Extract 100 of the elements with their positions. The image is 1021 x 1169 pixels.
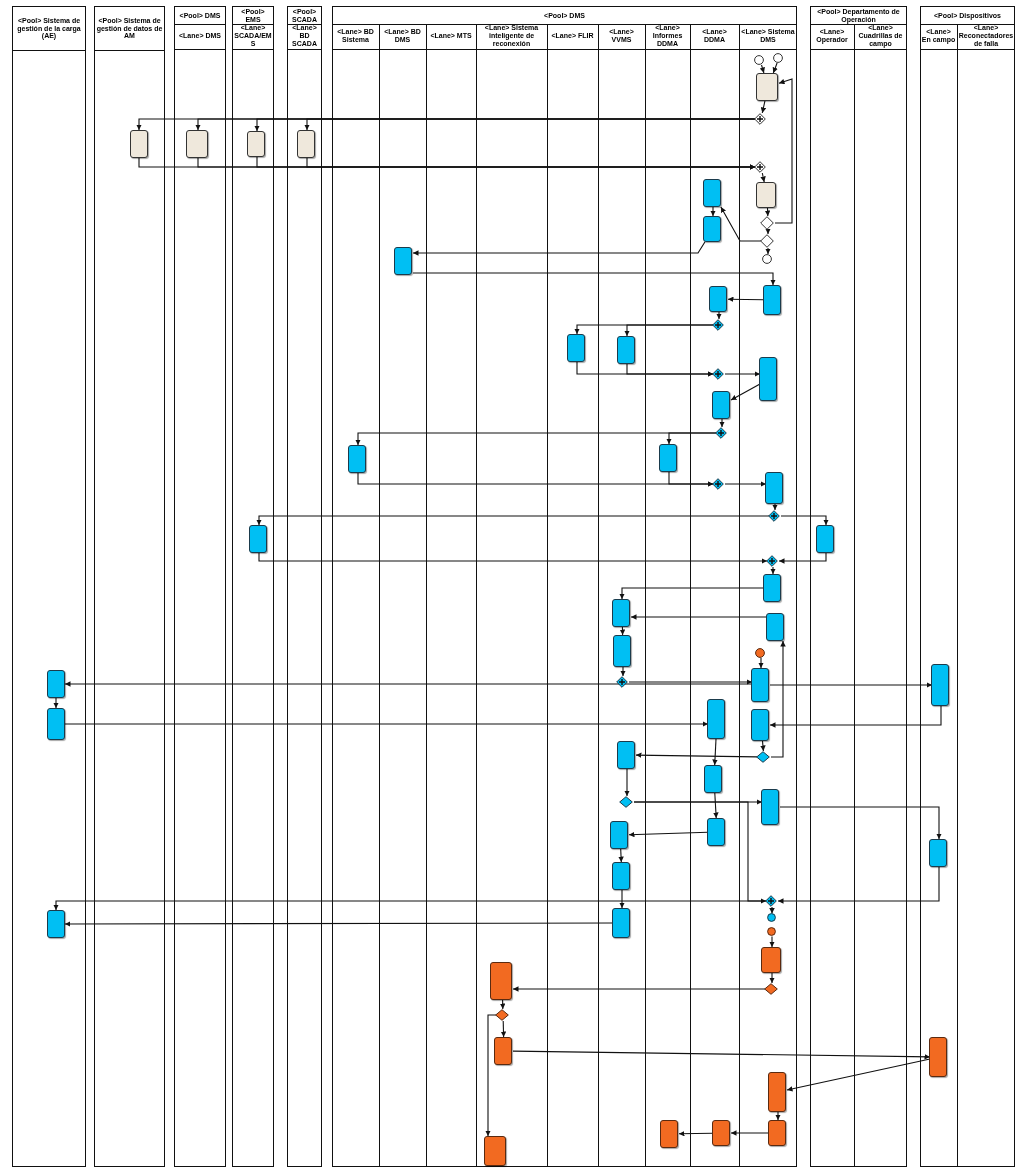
swimlane <box>689 23 739 1167</box>
sequence-flow-arrow <box>668 471 714 487</box>
task-box <box>763 573 781 602</box>
sequence-flow-arrow <box>304 118 756 131</box>
task-box <box>613 634 631 667</box>
swimlane <box>644 23 690 1167</box>
sequence-flow-arrow <box>712 738 718 766</box>
task-box <box>484 1135 506 1166</box>
sequence-flow-arrow <box>512 1050 931 1060</box>
task-box <box>929 1036 947 1077</box>
sequence-flow-arrow <box>724 371 761 377</box>
sequence-flow-arrow <box>619 889 625 909</box>
swimlane <box>378 23 426 1167</box>
sequence-flow-arrow <box>412 241 706 256</box>
exclusive-gateway <box>619 795 633 808</box>
sequence-flow-arrow <box>620 666 626 677</box>
sequence-flow-arrow <box>53 900 767 911</box>
sequence-flow-arrow <box>626 363 714 377</box>
sequence-flow-arrow <box>412 272 776 286</box>
sequence-flow-arrow <box>710 206 716 217</box>
parallel-gateway <box>765 894 777 907</box>
task-box <box>712 1119 730 1146</box>
sequence-flow-arrow <box>619 587 765 600</box>
task-box <box>763 284 781 315</box>
pool <box>94 6 165 1167</box>
sequence-flow-arrow <box>760 100 767 114</box>
event-circle <box>766 913 776 922</box>
task-box <box>186 129 208 158</box>
task-box <box>297 129 315 158</box>
sequence-flow-arrow <box>256 515 770 526</box>
task-box <box>567 333 585 362</box>
sequence-flow-arrow <box>764 207 771 217</box>
sequence-flow-arrow <box>769 972 775 984</box>
exclusive-gateway <box>495 1008 509 1021</box>
task-box <box>761 788 779 825</box>
sequence-flow-arrow <box>624 768 630 797</box>
task-box <box>612 861 630 890</box>
sequence-flow-arrow <box>769 906 775 915</box>
parallel-gateway <box>616 675 628 688</box>
task-box <box>660 1119 678 1148</box>
sequence-flow-arrow <box>512 986 766 992</box>
sequence-flow-arrow <box>777 866 940 904</box>
task-box <box>816 524 834 553</box>
sequence-flow-arrow <box>769 705 942 728</box>
task-box <box>247 130 265 157</box>
task-box <box>707 698 725 739</box>
task-box <box>712 390 730 419</box>
sequence-flow-arrow <box>730 1130 770 1136</box>
task-box <box>46 707 65 740</box>
sequence-flow-arrow <box>500 1020 507 1038</box>
pool <box>12 6 86 1167</box>
sequence-flow-arrow <box>759 64 765 74</box>
exclusive-gateway <box>764 982 778 995</box>
pool <box>920 6 1015 1167</box>
task-box <box>249 524 267 553</box>
sequence-flow-arrow <box>786 1058 931 1092</box>
event-circle <box>755 647 765 658</box>
task-box <box>129 129 148 158</box>
pool <box>332 6 797 1167</box>
sequence-flow-arrow <box>758 657 764 669</box>
parallel-gateway <box>754 160 766 173</box>
swimlane <box>597 23 645 1167</box>
exclusive-gateway <box>756 750 770 763</box>
task-box <box>768 1119 786 1146</box>
task-box <box>751 667 769 702</box>
task-box <box>490 961 512 1000</box>
sequence-flow-arrow <box>770 640 786 758</box>
sequence-flow-arrow <box>64 721 709 727</box>
task-box <box>394 246 412 275</box>
task-box <box>46 669 65 698</box>
task-box <box>610 820 628 849</box>
parallel-gateway <box>712 318 724 331</box>
pool <box>810 6 907 1167</box>
sequence-flow-arrow <box>624 324 714 337</box>
sequence-flow-arrow <box>678 1130 714 1137</box>
sequence-flow-arrow <box>635 752 758 758</box>
task-box <box>707 817 725 846</box>
sequence-flow-arrow <box>765 228 771 235</box>
sequence-flow-arrow <box>713 792 719 819</box>
sequence-flow-arrow <box>258 552 768 564</box>
event-circle <box>766 927 776 936</box>
event-circle <box>754 54 764 65</box>
sequence-flow-arrow <box>778 552 827 564</box>
parallel-gateway <box>712 477 724 490</box>
sequence-flow-arrow <box>64 921 614 927</box>
task-box <box>617 335 635 364</box>
parallel-gateway <box>754 112 766 125</box>
task-box <box>761 946 781 973</box>
sequence-flow-arrow <box>769 682 933 688</box>
sequence-flow-arrow <box>64 681 753 687</box>
sequence-flow-arrow <box>716 311 722 320</box>
task-box <box>612 907 630 938</box>
sequence-flow-arrow <box>775 1111 781 1121</box>
sequence-flow-arrow <box>306 157 756 170</box>
sequence-flow-arrow <box>730 383 761 401</box>
task-box <box>709 285 727 312</box>
sequence-flow-arrow <box>780 515 829 526</box>
swimlane <box>738 23 797 1167</box>
swimlane <box>546 23 598 1167</box>
sequence-flow-arrow <box>628 679 753 685</box>
